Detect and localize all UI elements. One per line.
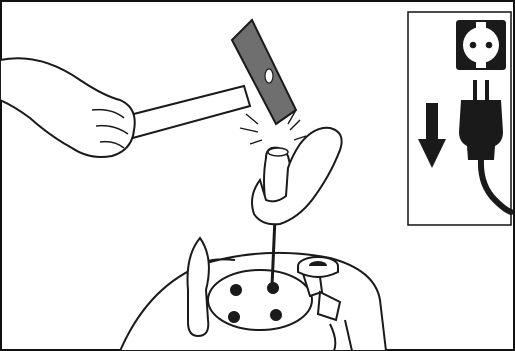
unplug-panel	[408, 12, 511, 225]
lid-knob	[188, 238, 209, 336]
power-socket-icon	[456, 20, 506, 70]
pulley-wheel	[298, 257, 338, 277]
